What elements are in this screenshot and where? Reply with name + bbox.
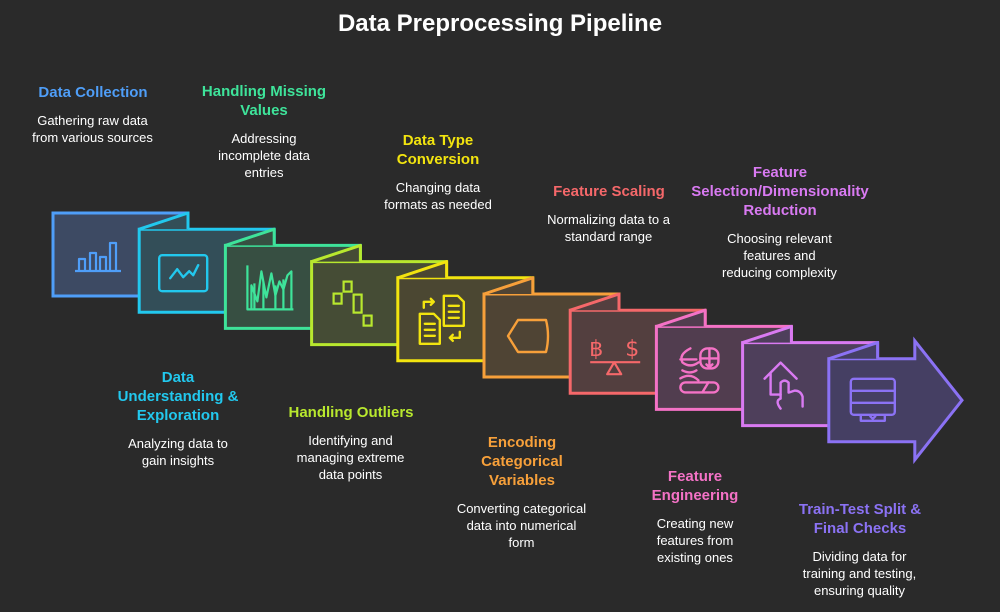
bar-chart-icon	[75, 241, 121, 273]
step-label-encoding-categorical: Encoding Categorical Variables Convertin…	[432, 433, 612, 551]
feature-tools-icon	[679, 347, 720, 394]
step-title: Encoding Categorical Variables	[481, 434, 563, 489]
panel-fold	[569, 292, 621, 312]
step-description: Changing data formats as needed	[384, 180, 492, 212]
panel-fold	[655, 308, 707, 328]
step-label-data-collection: Data Collection Gathering raw data from …	[3, 83, 183, 146]
step-label-feature-scaling: Feature Scaling Normalizing data to a st…	[519, 182, 699, 245]
area-chart-icon	[246, 265, 294, 311]
panel-fold	[138, 211, 190, 231]
panel-fold	[828, 341, 880, 361]
step-title: Train-Test Split & Final Checks	[798, 501, 922, 537]
document-convert-icon	[418, 294, 465, 345]
step-description: Creating new features from existing ones	[656, 516, 734, 565]
scatter-boxes-icon	[332, 280, 373, 327]
step-description: Addressing incomplete data entries	[218, 131, 310, 180]
step-label-train-test-split: Train-Test Split & Final Checks Dividing…	[770, 500, 950, 599]
line-chart-monitor-icon	[157, 254, 209, 293]
step-description: Identifying and managing extreme data po…	[296, 433, 405, 482]
shield-shape-icon	[506, 318, 550, 354]
step-title: Handling Outliers	[288, 404, 414, 421]
step-title: Feature Engineering	[651, 468, 739, 504]
step-title: Data Collection	[38, 84, 148, 101]
page-title: Data Preprocessing Pipeline	[337, 10, 663, 37]
house-touch-icon	[763, 361, 804, 410]
step-label-feature-selection: Feature Selection/Dimensionality Reducti…	[680, 163, 880, 281]
server-stack-icon	[849, 377, 896, 422]
pipeline-step-panel	[827, 336, 964, 465]
step-description: Choosing relevant features and reducing …	[722, 231, 837, 280]
step-label-handling-missing-values: Handling Missing Values Addressing incom…	[174, 82, 354, 181]
step-description: Gathering raw data from various sources	[32, 113, 153, 145]
step-description: Normalizing data to a standard range	[547, 212, 670, 244]
step-title: Data Understanding & Exploration	[117, 369, 239, 424]
step-label-handling-outliers: Handling Outliers Identifying and managi…	[261, 403, 441, 483]
step-title: Feature Scaling	[553, 183, 665, 200]
step-title: Data Type Conversion	[396, 132, 480, 168]
step-label-data-understanding: Data Understanding & Exploration Analyzi…	[88, 368, 268, 469]
panel-fold	[397, 260, 449, 280]
svg-text:$: $	[625, 337, 639, 362]
step-title: Handling Missing Values	[201, 83, 327, 119]
panel-fold	[483, 276, 535, 296]
step-label-feature-engineering: Feature Engineering Creating new feature…	[605, 467, 785, 566]
step-title: Feature Selection/Dimensionality Reducti…	[691, 164, 869, 219]
step-description: Analyzing data to gain insights	[128, 436, 228, 468]
currency-balance-icon: ฿$	[589, 337, 641, 376]
step-description: Dividing data for training and testing, …	[802, 549, 917, 598]
step-label-data-type-conversion: Data Type Conversion Changing data forma…	[348, 131, 528, 213]
panel-fold	[742, 324, 793, 345]
panel-fold	[224, 227, 276, 247]
step-description: Converting categorical data into numeric…	[456, 501, 587, 550]
panel-fold	[311, 243, 362, 264]
svg-text:฿: ฿	[589, 337, 603, 362]
